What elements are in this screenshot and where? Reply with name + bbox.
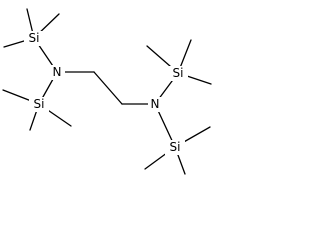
atom-si-top-right: Si (173, 66, 184, 80)
bond-ch2-ch2 (93, 71, 123, 105)
atom-si-bottom-left: Si (34, 97, 45, 111)
atom-si-top-left: Si (29, 31, 40, 45)
molecule-structure: Si N Si Si N Si (2, 8, 212, 175)
atom-n-right: N (151, 97, 160, 111)
atom-n-left: N (53, 65, 62, 79)
atom-labels: Si N Si Si N Si (24, 31, 188, 155)
atom-si-bottom-right: Si (170, 140, 181, 154)
